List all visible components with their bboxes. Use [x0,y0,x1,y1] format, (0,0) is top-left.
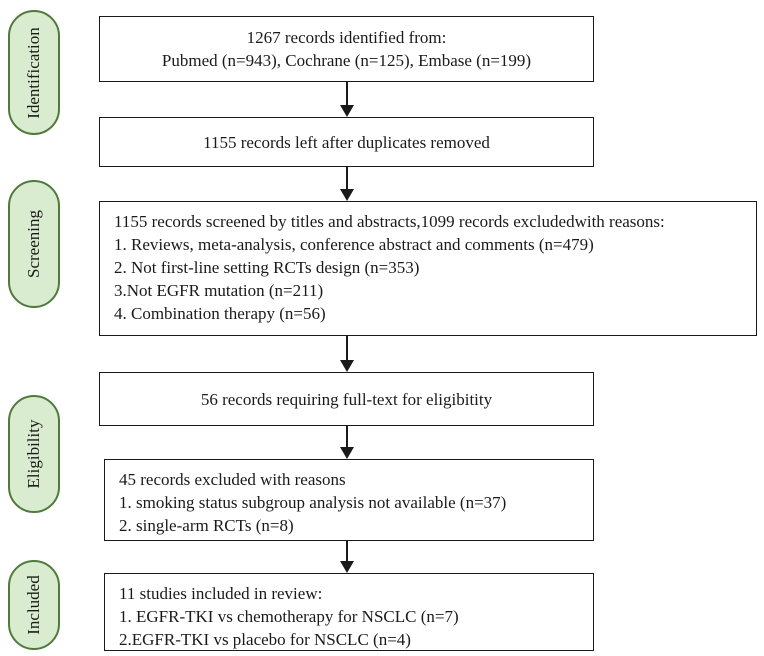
phase-included: Included [8,560,60,650]
box-line: 11 studies included in review: [119,584,323,603]
duplicates-removed-box: 1155 records left after duplicates remov… [99,117,594,167]
phase-identification: Identification [8,10,60,135]
phase-identification-label: Identification [24,26,43,119]
box-line: 1155 records screened by titles and abst… [114,212,665,231]
flow-arrow [340,426,354,459]
box-line: 2. Not first-line setting RCTs design (n… [114,258,420,277]
box-line: 56 records requiring full-text for eligi… [200,389,493,409]
records-excluded-box: 45 records excluded with reasons 1. smok… [104,459,594,541]
box-line: 1155 records left after duplicates remov… [203,132,490,152]
records-identified-box: 1267 records identified from: Pubmed (n=… [99,16,594,82]
box-line: 2.EGFR-TKI vs placebo for NSCLC (n=4) [119,630,411,649]
box-line: 1. EGFR-TKI vs chemotherapy for NSCLC (n… [119,607,459,626]
phase-included-label: Included [24,575,43,635]
phase-screening: Screening [8,180,60,308]
box-line: 1267 records identified from: [246,28,447,47]
full-text-box: 56 records requiring full-text for eligi… [99,372,594,426]
phase-eligibility: Eligibility [8,395,60,513]
flow-arrow [340,167,354,201]
box-line: Pubmed (n=943), Cochrane (n=125), Embase… [161,51,532,70]
records-screened-box: 1155 records screened by titles and abst… [99,201,757,336]
studies-included-box: 11 studies included in review: 1. EGFR-T… [104,573,594,651]
box-line: 2. single-arm RCTs (n=8) [119,516,294,535]
flow-arrow [340,82,354,117]
phase-eligibility-label: Eligibility [24,419,43,489]
box-line: 45 records excluded with reasons [119,470,346,489]
flow-arrow [340,336,354,372]
box-line: 4. Combination therapy (n=56) [114,304,326,323]
phase-screening-label: Screening [24,210,43,278]
box-line: 1. Reviews, meta-analysis, conference ab… [114,235,594,254]
box-line: 1. smoking status subgroup analysis not … [119,493,507,512]
flow-arrow [340,541,354,573]
box-line: 3.Not EGFR mutation (n=211) [114,281,324,300]
